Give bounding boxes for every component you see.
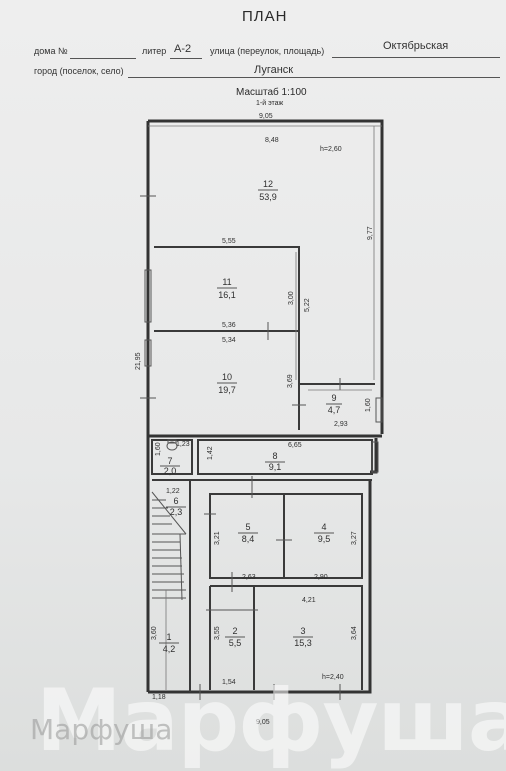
dim-room2-bottom: 1,54	[222, 679, 236, 686]
room-4: 4 9,5	[314, 522, 334, 544]
room-number: 2	[232, 626, 237, 636]
room-number: 6	[173, 496, 178, 506]
street-label: улица (переулок, площадь)	[210, 46, 325, 56]
dim-room9-bottom: 2,93	[334, 421, 348, 428]
room-7: 7 2,0	[160, 456, 180, 476]
room-8: 8 9,1	[265, 451, 285, 472]
dim-room9-right: 1,60	[365, 398, 372, 412]
wall-room11-top	[154, 246, 375, 385]
dim-room5-left: 3,21	[214, 531, 221, 545]
dim-room4-right: 3,27	[351, 531, 358, 545]
dim-room3-top: 4,21	[302, 597, 316, 604]
room-area: 2,3	[170, 507, 183, 517]
dim-left-side: 21,95	[135, 352, 142, 370]
room-area: 4,2	[163, 644, 176, 654]
liter-label: литер	[142, 46, 167, 56]
room-3: 3 15,3	[293, 626, 313, 648]
city-underline	[128, 77, 500, 78]
room-area: 9,1	[269, 462, 282, 472]
dim-room1-bottom: 1,18	[152, 694, 166, 701]
room-area: 9,5	[318, 534, 331, 544]
dimension-lines	[148, 125, 382, 690]
room-number: 12	[263, 179, 273, 189]
dim-room7-w: 1,23	[176, 441, 190, 448]
door-marks	[140, 195, 341, 700]
room-area: 16,1	[218, 290, 236, 300]
dim-room4-bottom: 2,90	[314, 574, 328, 581]
wall-rooms-4-5	[209, 493, 363, 579]
dim-room12-height: h=2,60	[320, 146, 342, 153]
dim-room3-right: 3,64	[351, 626, 358, 640]
city-label: город (поселок, село)	[34, 66, 124, 76]
dim-bottom-total: 9,05	[256, 719, 270, 726]
room-area: 4,7	[328, 405, 341, 415]
room-1: 1 4,2	[159, 632, 179, 654]
room-area: 2,0	[164, 466, 177, 476]
room-number: 11	[222, 277, 231, 287]
dim-room8-top: 6,65	[288, 442, 302, 449]
dim-right-side: 9,77	[367, 226, 374, 240]
room-number: 1	[166, 632, 171, 642]
room-number: 9	[331, 393, 336, 403]
outer-wall-bottom	[148, 480, 372, 694]
room-2: 2 5,5	[225, 626, 245, 648]
floor-label: 1-й этаж	[256, 100, 284, 107]
street-underline	[332, 57, 500, 58]
dim-room2-left: 3,55	[214, 626, 221, 640]
room-number: 4	[321, 522, 326, 532]
dim-room5-bottom: 2,63	[242, 574, 256, 581]
dim-room3-height: h=2,40	[322, 674, 344, 681]
room-5: 5 8,4	[238, 522, 258, 544]
dim-room11-right2: 5,22	[304, 298, 311, 312]
room-10: 10 19,7	[217, 372, 237, 395]
dim-room11-right: 3,00	[288, 291, 295, 305]
room-9: 9 4,7	[326, 393, 342, 415]
room-number: 5	[245, 522, 250, 532]
dim-room1-left: 3,60	[151, 626, 158, 640]
dim-room12-top: 8,48	[265, 137, 279, 144]
room-number: 7	[167, 456, 172, 466]
room-area: 8,4	[242, 534, 255, 544]
room-11: 11 16,1	[217, 277, 237, 300]
room-12: 12 53,9	[258, 179, 278, 202]
dim-room10-top: 5,34	[222, 337, 236, 344]
dim-room10-right: 3,69	[287, 374, 294, 388]
outer-wall-top-right	[148, 119, 384, 434]
room-area: 53,9	[259, 192, 277, 202]
window-marks	[144, 269, 383, 473]
liter-value: А-2	[174, 43, 192, 55]
room-6: 6 2,3	[166, 496, 186, 517]
watermark-small: Марфуша	[30, 713, 173, 746]
room-area: 5,5	[229, 638, 242, 648]
watermark-large: Марфуша	[36, 671, 506, 771]
room-area: 15,3	[294, 638, 312, 648]
dim-room6-w: 1,22	[166, 488, 180, 495]
wall-room8	[197, 439, 373, 475]
room-number: 3	[300, 626, 305, 636]
house-label: дома №	[34, 46, 68, 56]
dim-top-width: 9,05	[259, 113, 273, 120]
room-number: 10	[222, 372, 232, 382]
dim-room8-left: 1,42	[207, 446, 214, 460]
scale-label: Масштаб 1:100	[236, 87, 307, 98]
street-value: Октябрьская	[383, 40, 449, 52]
city-value: Луганск	[254, 64, 294, 76]
wall-room3-top	[210, 585, 363, 690]
room-number: 8	[272, 451, 277, 461]
toilet-icon	[166, 439, 178, 451]
dim-room11-top: 5,55	[222, 238, 236, 245]
document-title: ПЛАН	[242, 8, 288, 25]
room-area: 19,7	[218, 385, 236, 395]
staircase	[151, 491, 187, 601]
dim-room7-h: 1,60	[155, 442, 162, 456]
dim-room11-bottom: 5,36	[222, 322, 236, 329]
house-underline	[70, 58, 136, 59]
liter-underline	[170, 58, 202, 59]
